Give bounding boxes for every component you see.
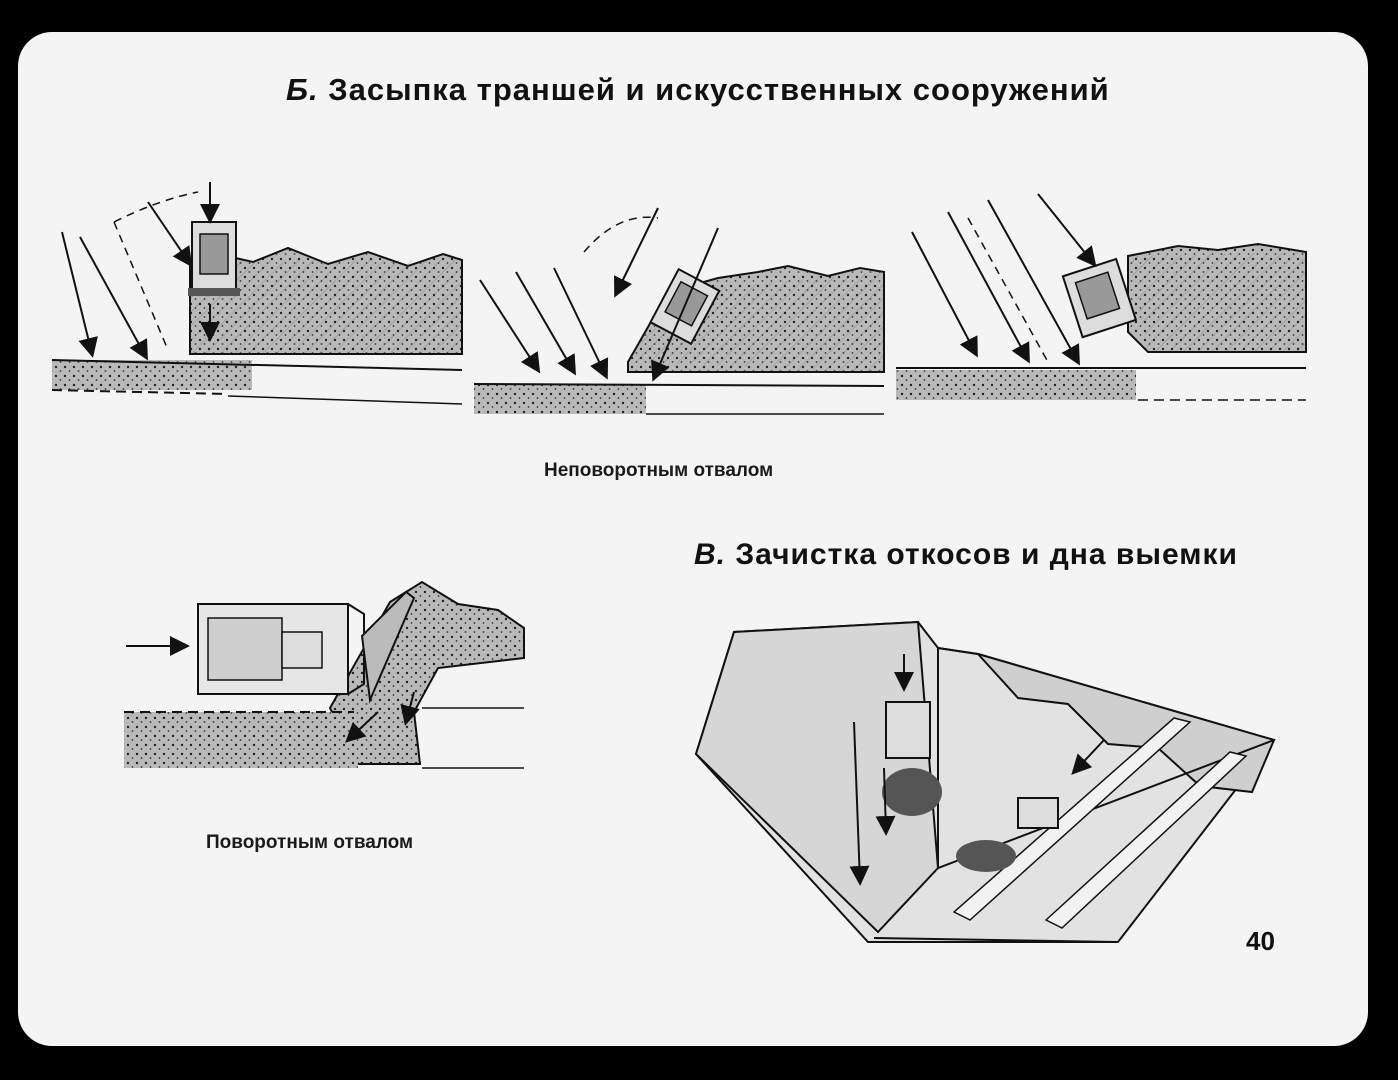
bulldozer-3 bbox=[1061, 257, 1138, 339]
section-b-text: Засыпка траншей и искусственных сооружен… bbox=[328, 72, 1110, 107]
fill-panel-3 bbox=[896, 193, 1307, 401]
fill-panel-2 bbox=[473, 207, 885, 415]
angle-blade-figure bbox=[124, 580, 525, 769]
section-b-title: В. Б. Засыпка траншей и искусственных со… bbox=[286, 72, 1110, 108]
bulldozer-6 bbox=[956, 797, 1059, 872]
section-v-label: В. bbox=[694, 538, 726, 571]
slope-figure bbox=[694, 620, 1276, 943]
section-v-text: Зачистка откосов и дна выемки bbox=[735, 538, 1238, 571]
illustrations bbox=[51, 182, 1307, 943]
caption-fixed-blade: Неповоротным отвалом bbox=[544, 460, 774, 481]
section-v-title: В. Зачистка откосов и дна выемки bbox=[694, 538, 1238, 572]
bulldozer-1 bbox=[188, 221, 240, 296]
slide: В. Б. Засыпка траншей и искусственных со… bbox=[18, 32, 1368, 1046]
bulldozer-4 bbox=[197, 590, 416, 704]
page-number: 40 bbox=[1246, 926, 1275, 956]
bulldozer-5 bbox=[882, 701, 942, 816]
fill-panel-1 bbox=[51, 182, 463, 405]
section-b-label: Б. bbox=[286, 72, 319, 107]
caption-angle-blade: Поворотным отвалом bbox=[206, 832, 414, 853]
